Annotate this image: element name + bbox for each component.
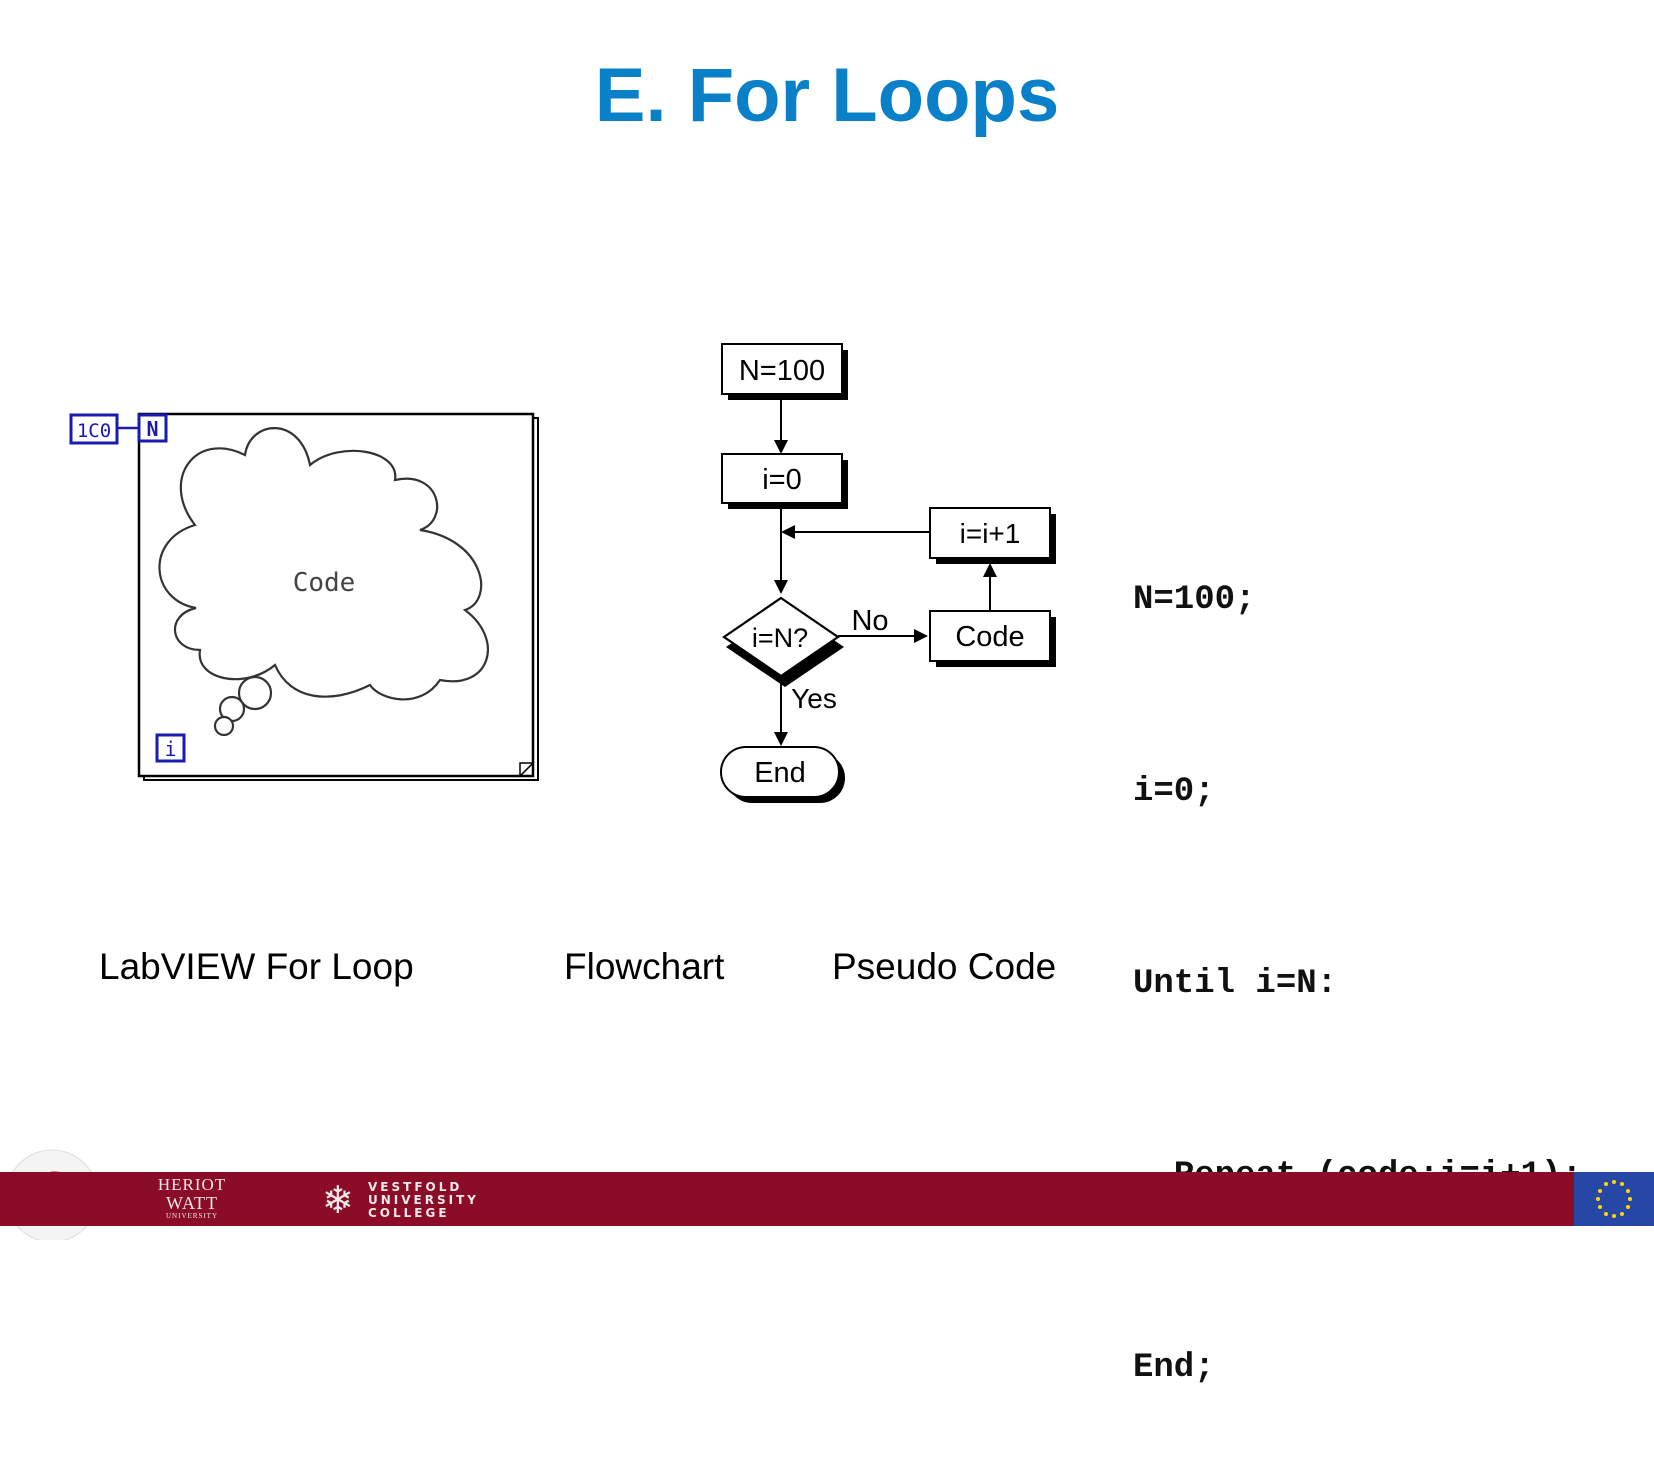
eu-stars [1596, 1180, 1632, 1218]
heriot-watt-line-3: UNIVERSITY [166, 1212, 218, 1220]
iteration-terminal-label: i [164, 737, 176, 761]
heriot-watt-line-1: HERIOT [157, 1175, 227, 1194]
yes-label: Yes [791, 683, 837, 714]
flowchart: N=100 i=0 i=i+1 i=N? No Code Yes [720, 343, 1056, 803]
labview-for-loop: 1C0 N i Code [69, 412, 539, 781]
count-terminal [137, 413, 168, 443]
eu-flag-icon [1574, 1172, 1654, 1226]
start-box [721, 343, 843, 395]
count-terminal-label: N [146, 417, 158, 441]
increment-box [929, 507, 1051, 559]
caption-flowchart: Flowchart [564, 946, 725, 987]
snowflake-icon: ❄ [322, 1178, 354, 1222]
slide-title: E. For Loops [594, 53, 1060, 138]
vestfold-line-3: COLLEGE [368, 1206, 450, 1220]
heriot-watt-line-2: WATT [166, 1193, 218, 1213]
decision-label: i=N? [752, 623, 808, 653]
pseudo-code-block: N=100; i=0; Until i=N: Repeat (code;i=i+… [1133, 440, 1582, 1464]
increment-box-label: i=i+1 [960, 518, 1021, 549]
init-box-label: i=0 [762, 464, 802, 496]
cloud-code-label: Code [293, 568, 356, 598]
code-cloud [158, 427, 489, 701]
count-constant [69, 413, 119, 445]
start-box-label: N=100 [739, 355, 825, 387]
end-box-label: End [754, 757, 806, 789]
code-box [929, 610, 1051, 662]
pseudo-code-line: Until i=N: [1133, 965, 1338, 1003]
count-constant-label: 1C0 [77, 420, 111, 442]
cloud-bubble-large [237, 675, 273, 711]
vestfold-text: VESTFOLD UNIVERSITY COLLEGE [368, 1181, 479, 1220]
diagram-canvas: 1C0 N i Code N=100 i=0 i=i+1 [5, 343, 1056, 1240]
pseudo-code-line: i=0; [1133, 773, 1215, 811]
heriot-watt-logo: HERIOT WATT UNIVERSITY [152, 1176, 232, 1224]
iteration-terminal [155, 733, 186, 763]
pseudo-code-line: End; [1133, 1349, 1215, 1387]
vestfold-line-1: VESTFOLD [368, 1180, 463, 1194]
no-label: No [851, 605, 888, 637]
caption-labview: LabVIEW For Loop [99, 946, 414, 987]
footer-bar [0, 1172, 1654, 1226]
end-box [720, 746, 840, 798]
code-box-label: Code [955, 621, 1024, 653]
caption-pseudo-code: Pseudo Code [832, 946, 1057, 987]
vestfold-line-2: UNIVERSITY [368, 1193, 479, 1207]
cloud-bubble-small [213, 715, 235, 737]
pseudo-code-line: N=100; [1133, 581, 1256, 619]
